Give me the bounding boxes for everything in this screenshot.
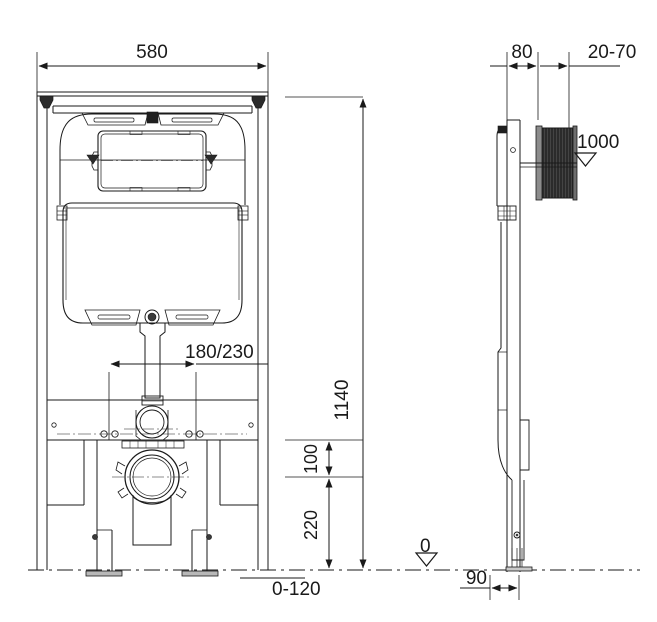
frame-outer bbox=[36, 91, 269, 570]
inspection-opening bbox=[59, 111, 246, 205]
cistern-clamps bbox=[56, 205, 249, 221]
lower-frame bbox=[47, 440, 258, 545]
dim-180-230 bbox=[108, 360, 268, 440]
label-dim-100: 100 bbox=[301, 444, 321, 474]
label-dim-90: 90 bbox=[466, 568, 487, 589]
label-width-580: 580 bbox=[136, 42, 168, 63]
label-dim-20-70: 20-70 bbox=[588, 42, 637, 63]
ext-lines-580 bbox=[36, 52, 269, 95]
label-dim-1000: 1000 bbox=[577, 132, 619, 153]
wall-bushing bbox=[520, 125, 578, 201]
flush-connector bbox=[124, 405, 180, 441]
vertical-dimensions bbox=[285, 96, 367, 569]
label-dim-0-120: 0-120 bbox=[272, 579, 321, 600]
front-elevation-view bbox=[36, 52, 305, 579]
adjustable-legs bbox=[85, 529, 219, 577]
side-lower-bracket bbox=[505, 419, 533, 572]
label-height-1140: 1140 bbox=[332, 380, 353, 421]
waste-outlet bbox=[112, 440, 192, 546]
label-dim-80: 80 bbox=[511, 42, 532, 63]
cistern-body bbox=[56, 202, 249, 406]
top-corner-brackets bbox=[39, 95, 266, 109]
cistern-side-profile bbox=[496, 125, 517, 481]
side-rail bbox=[506, 119, 521, 572]
side-mounting-block bbox=[497, 205, 517, 221]
ground-datum-line bbox=[28, 552, 640, 571]
label-datum-0: 0 bbox=[420, 536, 431, 557]
dim-90-group bbox=[460, 575, 520, 600]
side-section-view bbox=[460, 52, 620, 600]
label-spacing-180-230: 180/230 bbox=[185, 342, 254, 363]
level-marker-1000 bbox=[573, 152, 598, 167]
dim-80-group bbox=[490, 52, 539, 120]
bolt-holes-row bbox=[57, 430, 247, 438]
dim-20-70-group bbox=[540, 52, 620, 130]
label-dim-220: 220 bbox=[301, 510, 321, 540]
